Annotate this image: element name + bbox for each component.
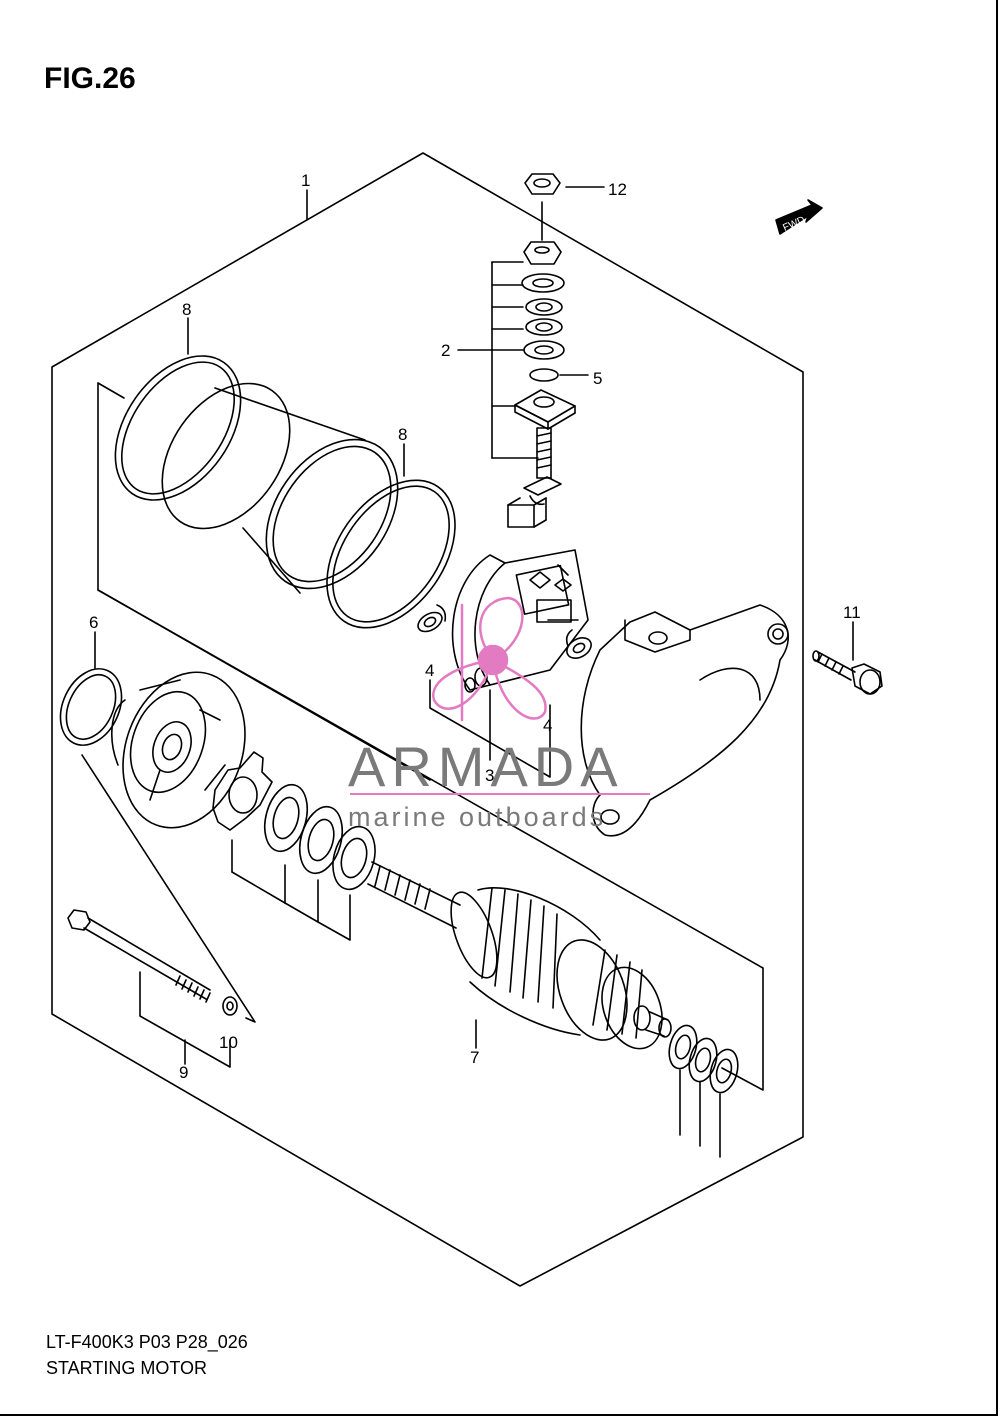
terminal-parts-bracket [491,261,539,459]
callout-9: 9 [179,1063,188,1082]
assembly-outline [51,152,804,1287]
callout-10: 10 [219,1033,238,1052]
rear-shim-washers [668,1024,739,1158]
watermark: ARMADA marine outboards [348,596,650,832]
callout-8-left: 8 [182,300,191,319]
callout-4-right: 4 [543,716,552,735]
callout-8-right: 8 [398,425,407,444]
watermark-tagline: marine outboards [348,802,606,832]
shim-bracket [231,864,286,904]
watermark-brand: ARMADA [348,735,624,798]
through-bolt-short [812,650,883,695]
callout-11: 11 [843,603,861,622]
callout-6: 6 [89,613,98,632]
front-o-ring [59,668,123,746]
callout-5: 5 [593,369,602,388]
yoke-o-ring-right [326,479,456,629]
o-ring-part [529,368,559,382]
figure-title: FIG.26 [44,62,136,95]
callout-12: 12 [608,180,627,199]
callout-2: 2 [441,341,450,360]
watermark-logo-icon [432,596,547,722]
nut-part [524,173,561,241]
armature [367,861,672,1050]
diagram-name: STARTING MOTOR [46,1358,208,1378]
motor-group-bracket [97,382,764,1091]
lock-plate [212,751,273,831]
long-through-bolt [67,909,211,1003]
end-housing [580,604,789,837]
terminal-bolt [507,389,576,528]
brush-spring-left [417,604,447,633]
callout-1: 1 [301,171,310,190]
front-housing [111,671,246,829]
yoke-housing [161,382,399,594]
bolt-washer [222,996,238,1016]
callout-4-left: 4 [425,661,434,680]
brush-spring-right [565,629,592,659]
fwd-direction-badge: FWD [775,199,823,235]
brush-holder-plate [451,549,589,693]
model-code: LT-F400K3 P03 P28_026 [46,1332,248,1352]
callout-3: 3 [485,766,494,785]
leader-lines [94,186,854,1065]
callout-7: 7 [470,1048,479,1067]
brush-parts-bracket [429,679,551,778]
shim-washers [263,783,376,891]
washer-stack [521,241,565,360]
yoke-o-ring-left [114,355,242,501]
